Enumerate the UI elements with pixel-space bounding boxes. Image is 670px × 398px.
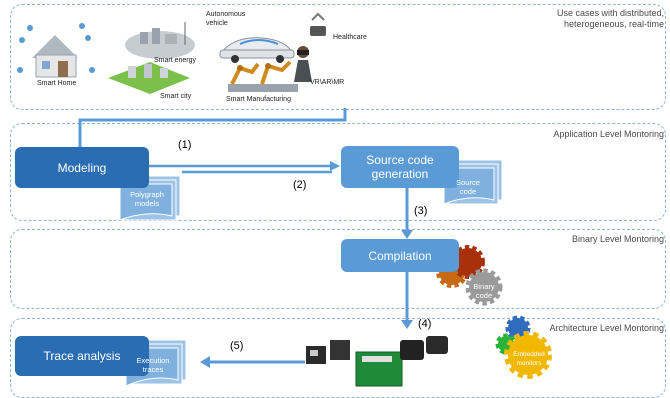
execution-traces-label: Execution traces (136, 356, 170, 374)
lane-use-cases (10, 4, 666, 110)
polygraph-models-label: Polygraph models (130, 190, 164, 208)
hardware-boards (306, 336, 448, 387)
source-code-generation-box: Source code generation (341, 146, 459, 188)
lane-title-use-cases: Use cases with distributed, heterogeneou… (556, 8, 664, 29)
use-case-smart-manufacturing: Smart Manufacturing (226, 96, 291, 103)
use-case-smart-city: Smart city (160, 93, 192, 100)
step-5-label: (5) (230, 340, 244, 352)
compilation-box: Compilation (341, 239, 459, 272)
embedded-monitors-label: Embedded monitors (513, 351, 545, 367)
healthcare-illustration (310, 12, 326, 36)
lane-title-application: Application Level Montoring (553, 129, 664, 139)
smart-energy-illustration (125, 22, 195, 59)
lane-title-binary: Binary Level Montoring (571, 234, 664, 244)
autonomous-vehicle-illustration (219, 37, 295, 63)
step-1-label: (1) (178, 139, 192, 151)
use-case-autonomous-vehicle: Autonomous vehicle (206, 11, 246, 27)
polygraph-models-doc (119, 175, 181, 221)
smart-city-illustration (108, 62, 190, 94)
binary-code-label: Binary code (473, 282, 495, 300)
step-3-label: (3) (414, 205, 428, 217)
vr-illustration (294, 46, 312, 82)
step-2-label: (2) (293, 179, 307, 191)
smart-manufacturing-illustration (228, 60, 298, 92)
modeling-box: Modeling (15, 147, 149, 188)
use-case-vr-ar-mr: VR\AR\MR (310, 79, 345, 86)
lane-binary (10, 229, 666, 309)
use-case-smart-home: Smart Home (37, 80, 77, 87)
source-code-label: Source code (456, 178, 480, 196)
lane-application (10, 123, 666, 221)
step-4-label: (4) (418, 318, 432, 330)
use-case-smart-energy: Smart energy (154, 57, 197, 64)
embedded-monitors-gears (495, 315, 552, 379)
trace-analysis-box: Trace analysis (15, 336, 149, 376)
lane-title-architecture: Architecture Level Montoring (549, 323, 664, 333)
use-case-healthcare: Healthcare (333, 34, 367, 41)
smart-home-illustration (17, 23, 95, 78)
